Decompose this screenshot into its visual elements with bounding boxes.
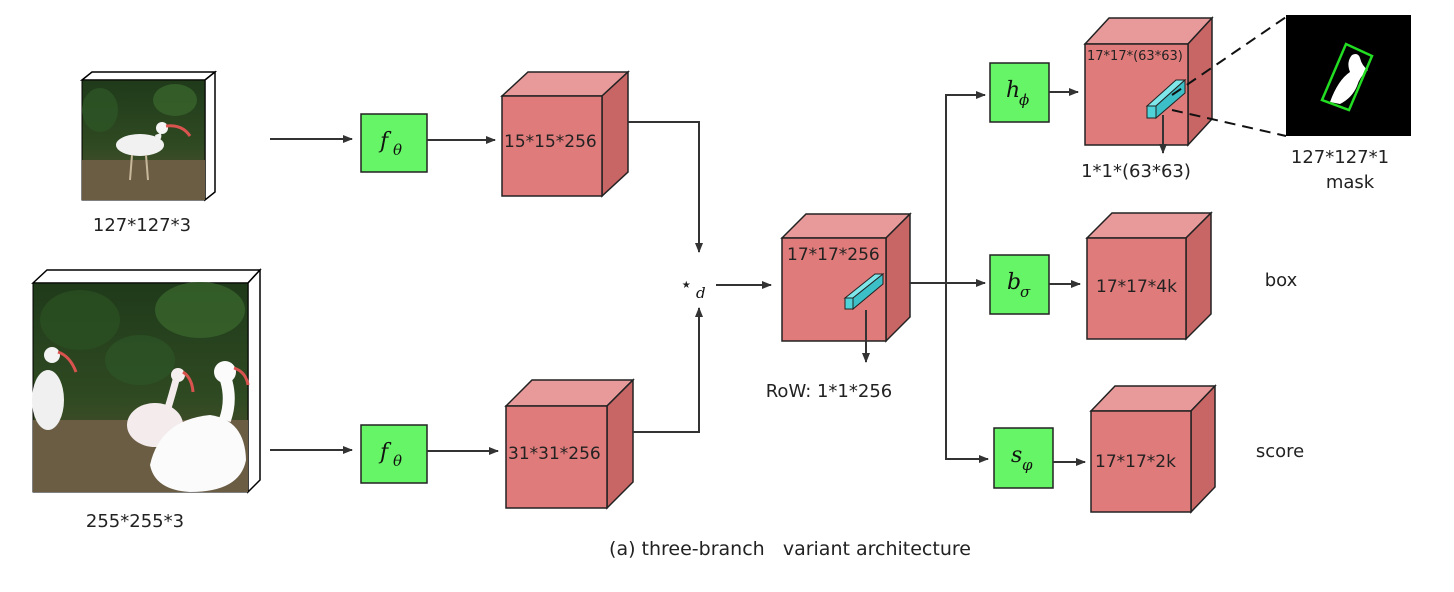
arrow-template-to-correlation xyxy=(628,121,703,253)
row-label: RoW: 1*1*256 xyxy=(766,381,893,402)
search-size-label: 255*255*3 xyxy=(86,511,184,532)
backbone-subscript: θ xyxy=(393,452,402,470)
template-feature-label: 15*15*256 xyxy=(504,132,597,152)
svg-text:b: b xyxy=(1007,270,1021,295)
svg-text:s: s xyxy=(1011,443,1022,468)
svg-text:⋆: ⋆ xyxy=(680,272,693,296)
backbone-subscript: θ xyxy=(393,141,402,159)
template-image xyxy=(79,70,218,202)
figure-caption: (a) three-branch variant architecture xyxy=(609,538,971,560)
score-head-box: s φ xyxy=(993,427,1054,489)
mask-output-label: 17*17*(63*63) xyxy=(1087,49,1183,64)
box-head-box: b σ xyxy=(989,254,1050,315)
depthwise-correlation-symbol: ⋆ d xyxy=(680,272,706,302)
backbone-box-template: f θ xyxy=(360,113,428,173)
box-output-label: 17*17*4k xyxy=(1096,277,1177,297)
backbone-box-search: f θ xyxy=(360,424,428,484)
mask-row-label: 1*1*(63*63) xyxy=(1081,161,1191,182)
box-branch-name: box xyxy=(1265,270,1298,291)
score-output-label: 17*17*2k xyxy=(1095,452,1176,472)
response-label: 17*17*256 xyxy=(787,245,880,265)
mask-size-label: 127*127*1 xyxy=(1291,147,1389,168)
template-feature-cube: 15*15*256 xyxy=(500,70,630,198)
template-size-label: 127*127*3 xyxy=(93,215,191,236)
mask-output-cube: 17*17*(63*63) xyxy=(1083,16,1214,147)
mask-bounding-box xyxy=(1320,42,1374,112)
svg-text:d: d xyxy=(696,284,706,302)
search-feature-cube: 31*31*256 xyxy=(504,378,635,510)
search-feature-label: 31*31*256 xyxy=(508,444,601,464)
svg-text:σ: σ xyxy=(1020,283,1031,301)
arrow-to-mask-branch xyxy=(945,91,986,283)
projection-line-top xyxy=(1171,16,1287,96)
box-output-cube: 17*17*4k xyxy=(1085,211,1213,341)
svg-text:φ: φ xyxy=(1022,456,1033,474)
response-cube: 17*17*256 xyxy=(780,212,912,343)
arrow-search-to-correlation xyxy=(633,307,703,433)
score-output-cube: 17*17*2k xyxy=(1089,384,1217,514)
search-image xyxy=(31,268,262,494)
svg-text:ϕ: ϕ xyxy=(1019,91,1029,109)
projection-line-bottom xyxy=(1171,109,1287,137)
mask-image xyxy=(1286,15,1411,136)
svg-text:h: h xyxy=(1006,78,1020,103)
mask-head-box: h ϕ xyxy=(989,62,1050,123)
row-tube xyxy=(843,272,885,311)
mask-row-tube xyxy=(1145,78,1187,120)
arrow-to-score-branch xyxy=(945,283,989,463)
score-branch-name: score xyxy=(1256,441,1304,462)
mask-name-label: mask xyxy=(1326,172,1375,193)
